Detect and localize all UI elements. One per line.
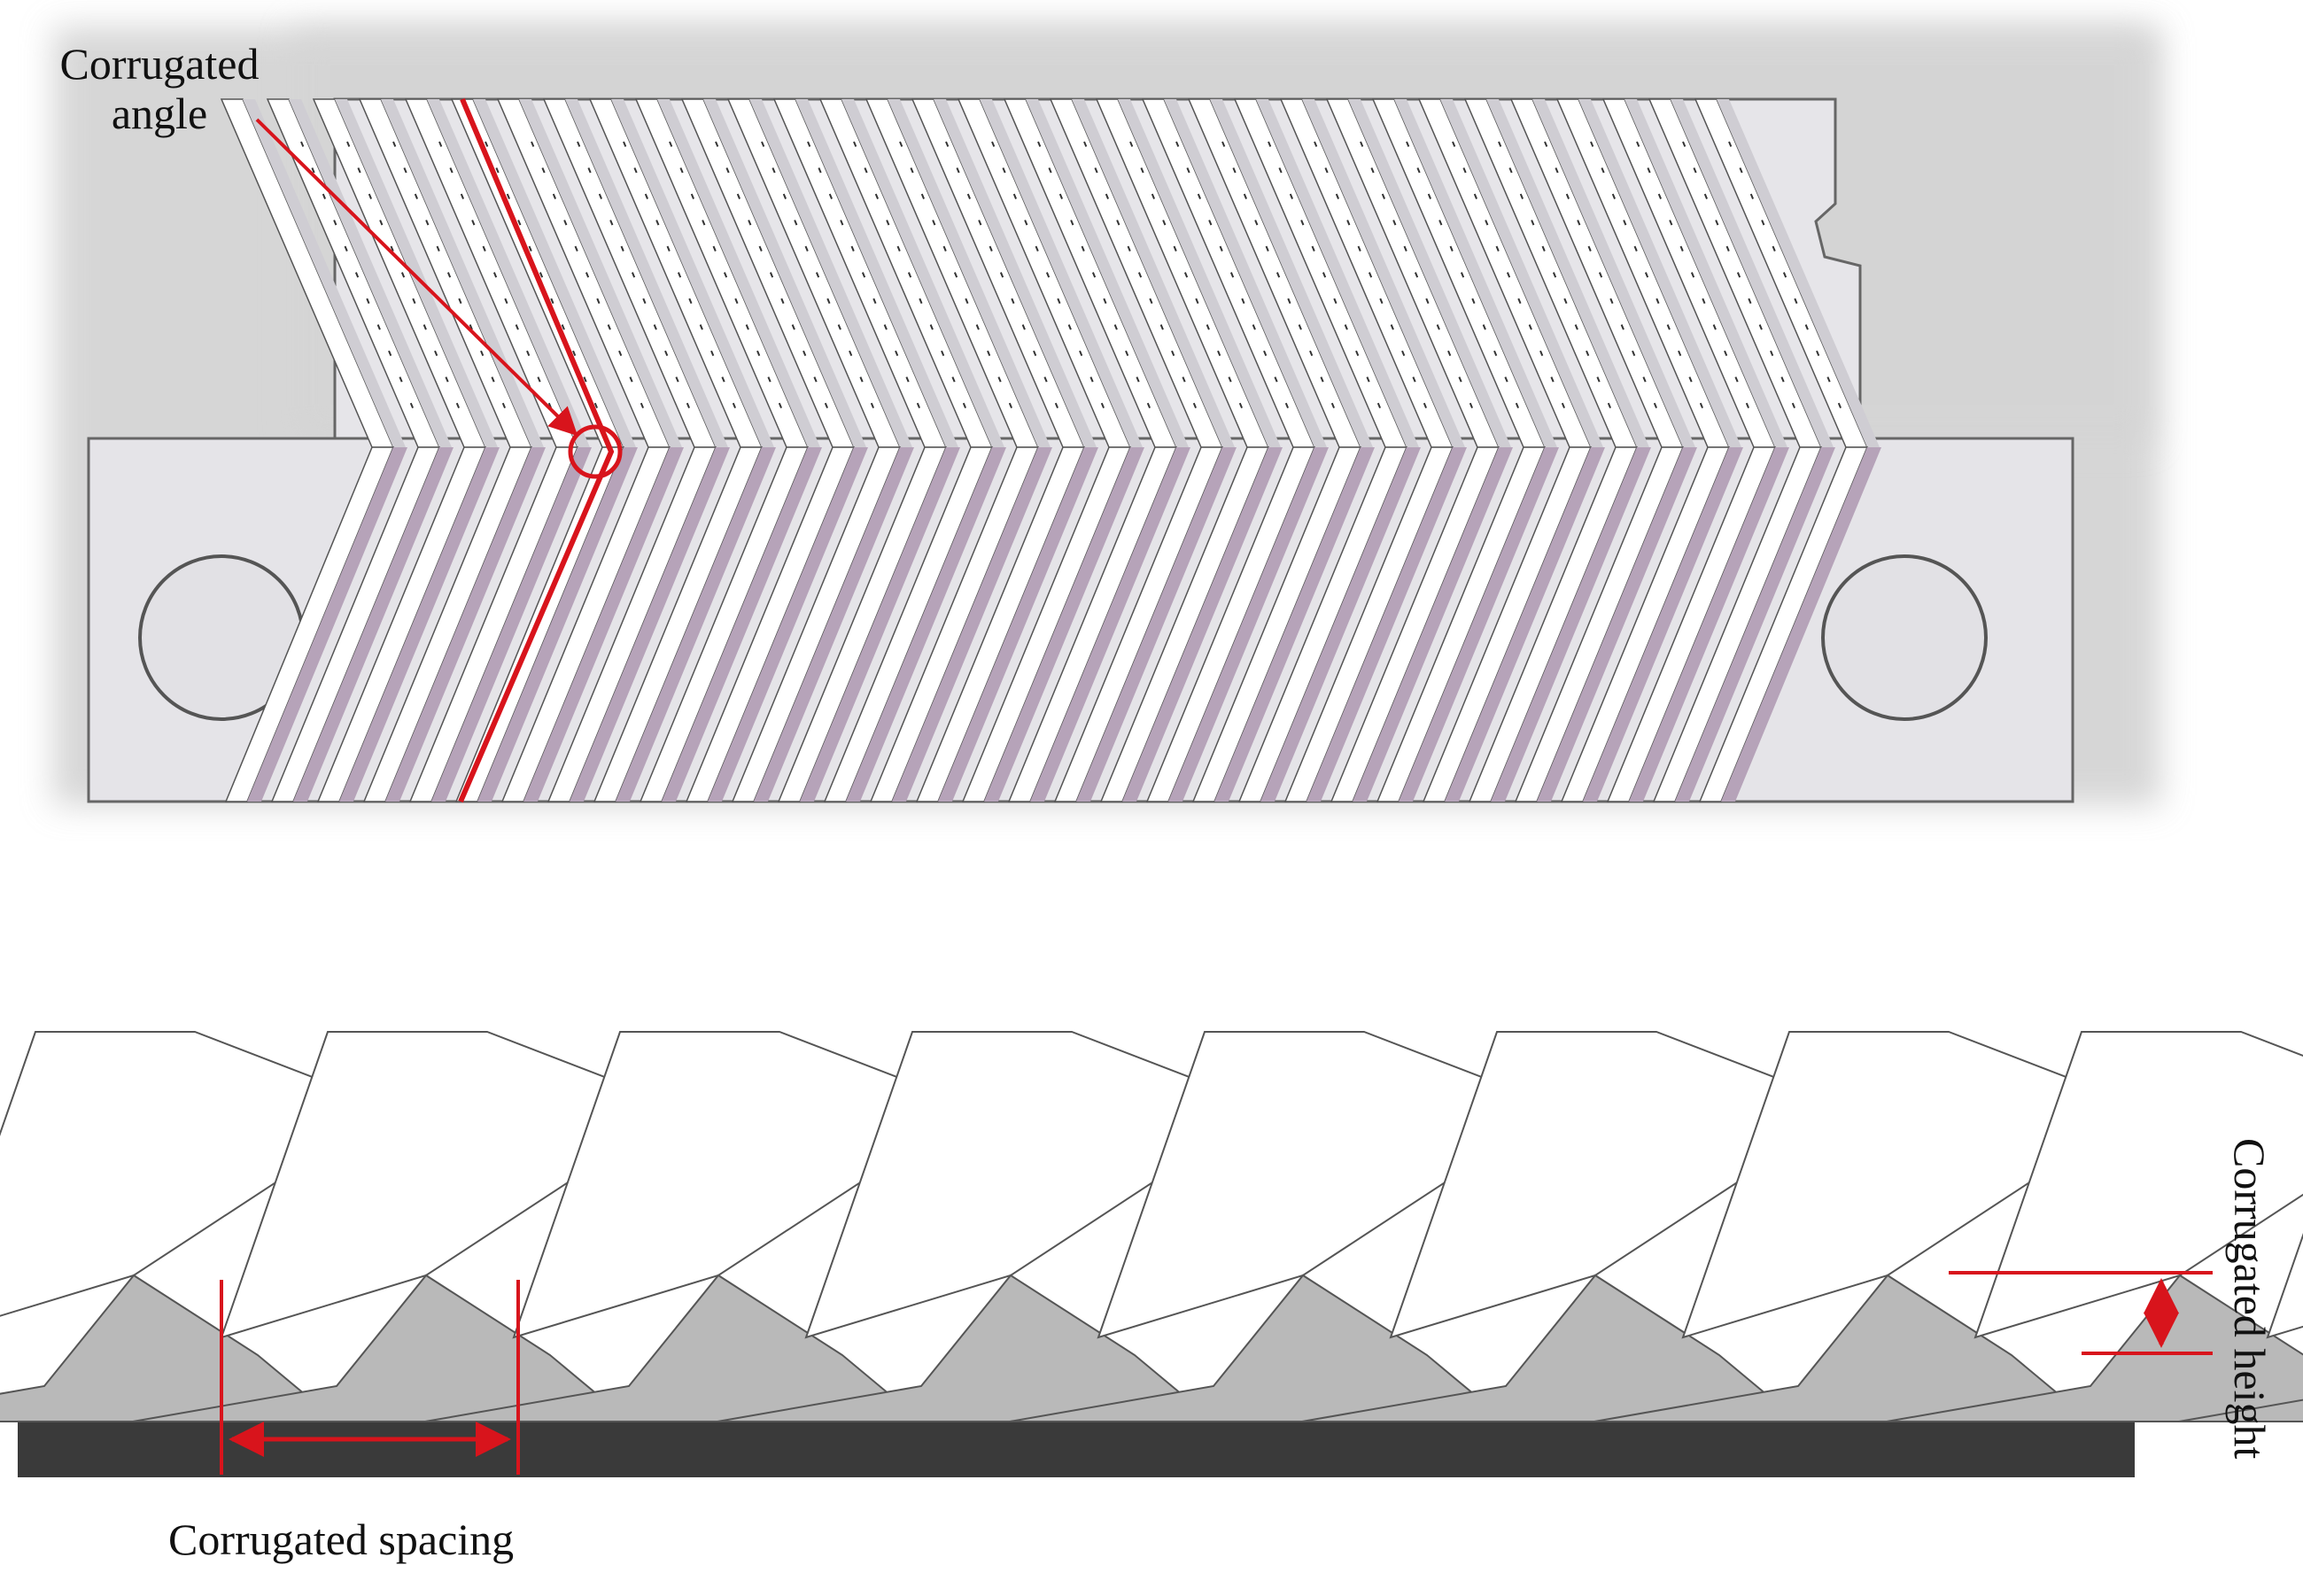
profile-ridge-face — [804, 1031, 1270, 1339]
chevron-lower-channel — [938, 447, 1098, 802]
chevron-upper-shade — [1072, 99, 1235, 447]
chevron-upper-shade — [657, 99, 820, 447]
chevron-upper-shade — [1256, 99, 1419, 447]
profile-ridge-face — [2266, 1232, 2303, 1339]
chevron-lower-channel — [846, 447, 1006, 802]
chevron-lower-channel — [523, 447, 684, 802]
chevron-upper-shade — [1532, 99, 1695, 447]
chevron-lower-channel — [1399, 447, 1559, 802]
profile-ridge-face — [1681, 1031, 2147, 1339]
chevron-lower-channel — [892, 447, 1052, 802]
chevron-lower-channel — [800, 447, 960, 802]
chevron-upper-shade — [749, 99, 912, 447]
chevron-lower-channel — [1537, 447, 1697, 802]
chevron-upper-shade — [703, 99, 866, 447]
chevron-upper-shade — [1302, 99, 1465, 447]
chevron-upper-shade — [841, 99, 1004, 447]
chevron-upper-shade — [1026, 99, 1189, 447]
chevron-lower-channel — [754, 447, 914, 802]
chevron-lower-channel — [1260, 447, 1421, 802]
chevron-upper-shade — [1625, 99, 1787, 447]
chevron-lower-channel — [1307, 447, 1467, 802]
chevron-lower-channel — [293, 447, 454, 802]
chevron-lower-channel — [1353, 447, 1513, 802]
chevron-lower-channel — [570, 447, 730, 802]
chevron-lower-channel — [1030, 447, 1190, 802]
chevron-upper-shade — [795, 99, 958, 447]
profile-tooth — [2178, 1398, 2303, 1422]
profile-ridge-face — [0, 1031, 393, 1317]
chevron-lower-channel — [616, 447, 776, 802]
chevron-lower-channel — [1491, 447, 1651, 802]
chevron-lower-channel — [385, 447, 546, 802]
corrugation-profile — [0, 1031, 2303, 1422]
angle-circle — [568, 424, 623, 479]
chevron-lower-channel — [1675, 447, 1835, 802]
chevron-lower-channel — [1721, 447, 1881, 802]
chevron-lower-channel — [1445, 447, 1605, 802]
profile-ridge-face — [512, 1031, 978, 1339]
chevron-upper-shade — [519, 99, 682, 447]
chevron-lower-channel — [662, 447, 822, 802]
profile-ridge-face — [1389, 1031, 1855, 1339]
chevron-upper-shade — [565, 99, 728, 447]
chevron-lower-channel — [1122, 447, 1283, 802]
chevron-upper-shade — [243, 99, 406, 447]
chevron-upper-shade — [888, 99, 1051, 447]
chevron-upper-shade — [427, 99, 590, 447]
chevron-upper-shade — [1348, 99, 1511, 447]
chevron-lower-channel — [431, 447, 592, 802]
chevron-upper-shade — [1671, 99, 1834, 447]
chevron-lower-channel — [708, 447, 868, 802]
chevron-upper-shade — [1210, 99, 1373, 447]
plate-top-view — [53, 27, 2161, 806]
profile-ridge-face — [220, 1031, 686, 1339]
chevron-upper-shade — [1717, 99, 1880, 447]
chevron-upper-shade — [1164, 99, 1327, 447]
corrugated-angle-label-line1: Corrugated — [59, 39, 260, 89]
chevron-lower-channel — [247, 447, 407, 802]
chevron-lower-channel — [339, 447, 500, 802]
chevron-upper-shade — [289, 99, 452, 447]
chevron-lower-channel — [477, 447, 638, 802]
chevron-lower-channel — [1214, 447, 1375, 802]
port-hole-right — [1821, 554, 1988, 721]
chevron-upper-shade — [1118, 99, 1281, 447]
chevron-upper-shade — [473, 99, 636, 447]
corrugated-height-label: Corrugated height — [2225, 1138, 2275, 1460]
profile-ridge-face — [1973, 1031, 2303, 1339]
chevron-lower-channel — [1168, 447, 1329, 802]
corrugated-spacing-label: Corrugated spacing — [168, 1515, 515, 1564]
chevron-corrugations — [220, 98, 1881, 802]
profile-ridge-face — [1097, 1031, 1562, 1339]
chevron-lower-channel — [1629, 447, 1789, 802]
chevron-highlight-line — [458, 97, 615, 803]
corrugated-angle-label: Corrugated angle — [27, 39, 292, 138]
chevron-upper-shade — [1440, 99, 1603, 447]
chevron-upper-shade — [1394, 99, 1557, 447]
chevron-lower-channel — [984, 447, 1144, 802]
chevron-upper-shade — [980, 99, 1143, 447]
chevron-lower-channel — [1076, 447, 1237, 802]
chevron-upper-shade — [335, 99, 498, 447]
chevron-upper-shade — [1486, 99, 1649, 447]
corrugated-angle-label-line2: angle — [111, 89, 208, 138]
chevron-upper-shade — [1578, 99, 1741, 447]
angle-pointer-arrow — [255, 118, 578, 437]
chevron-upper-shade — [934, 99, 1097, 447]
chevron-lower-channel — [1583, 447, 1743, 802]
profile-view — [0, 1031, 2303, 1477]
chevron-upper-shade — [611, 99, 774, 447]
